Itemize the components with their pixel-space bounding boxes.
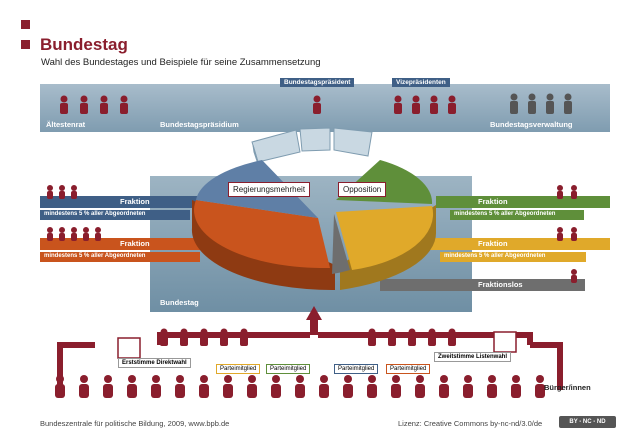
right-fraktion-note-2 bbox=[440, 252, 586, 262]
footer-source: Bundeszentrale für politische Bildung, 2… bbox=[40, 419, 230, 428]
right-fraktion-note-1-text: mindestens 5 % aller Abgeordneten bbox=[454, 211, 556, 217]
parteimitglied-label-3: Parteimitglied bbox=[334, 364, 379, 374]
title-bullet bbox=[21, 40, 30, 49]
zweitstimme-label: Zweitstimme Listenwahl bbox=[434, 352, 512, 362]
right-fraktion-note-1 bbox=[450, 210, 584, 220]
opposition-label: Opposition bbox=[338, 182, 387, 197]
parteimitglied-label-4: Parteimitglied bbox=[386, 364, 431, 374]
right-fraktion-bar-2 bbox=[420, 238, 610, 250]
pie-slice-gray bbox=[332, 214, 350, 274]
citizen-loop-left bbox=[57, 342, 95, 390]
aeltestenrat-figures bbox=[60, 95, 128, 114]
buerger-label: Bürger/innen bbox=[544, 383, 591, 392]
praesident-tag: Bundestagspräsident bbox=[280, 78, 355, 87]
page-title: Bundestag bbox=[40, 35, 128, 54]
pie-slice-yellow bbox=[336, 206, 434, 270]
fraktionslos-bar bbox=[380, 279, 585, 291]
left-fraktion-name-1: Fraktion bbox=[120, 197, 150, 206]
fraktionslos-label: Fraktionslos bbox=[478, 280, 523, 289]
verwaltung-label: Bundestagsverwaltung bbox=[490, 120, 573, 129]
candidates-row bbox=[160, 328, 456, 346]
ballot-box-left bbox=[117, 337, 141, 359]
verwaltung-figures bbox=[510, 93, 572, 114]
left-fraktion-note-2 bbox=[40, 252, 200, 262]
parteimitglied-label-1: Parteimitglied bbox=[216, 364, 261, 374]
praesidium-seats bbox=[251, 127, 373, 171]
left-fraktion-note-1 bbox=[40, 210, 190, 220]
ballot-box-right bbox=[493, 331, 517, 353]
regierung-label: Regierungsmehrheit bbox=[228, 182, 311, 197]
footer-license: Lizenz: Creative Commons by-nc-nd/3.0/de bbox=[398, 419, 543, 428]
right-fraktion-figures bbox=[557, 185, 577, 283]
citizens-row bbox=[55, 375, 545, 398]
cc-license-badge: BY - NC - ND bbox=[559, 416, 616, 428]
left-fraktion-note-1-text: mindestens 5 % aller Abgeordneten bbox=[44, 211, 146, 217]
up-arrow bbox=[306, 306, 322, 335]
left-fraktion-bar-1 bbox=[40, 196, 198, 208]
right-fraktion-name-2: Fraktion bbox=[478, 239, 508, 248]
praesident-figures bbox=[313, 95, 456, 114]
aeltestenrat-label: Ältestenrat bbox=[46, 120, 86, 129]
left-fraktion-figures bbox=[47, 185, 101, 241]
pie-slice-orange bbox=[194, 200, 330, 269]
right-fraktion-name-1: Fraktion bbox=[478, 197, 508, 206]
citizen-loop-right bbox=[530, 342, 563, 390]
praesidium-label: Bundestagspräsidium bbox=[160, 120, 239, 129]
right-fraktion-note-2-text: mindestens 5 % aller Abgeordneten bbox=[444, 253, 546, 259]
parteimitglied-label-2: Parteimitglied bbox=[266, 364, 311, 374]
vote-arrow-right bbox=[318, 332, 533, 345]
page-subtitle: Wahl des Bundestages und Beispiele für s… bbox=[41, 57, 321, 68]
left-fraktion-bar-2 bbox=[40, 238, 218, 250]
left-fraktion-name-2: Fraktion bbox=[120, 239, 150, 248]
erststimme-label: Erststimme Direktwahl bbox=[118, 358, 191, 368]
bundestag-label: Bundestag bbox=[160, 298, 199, 307]
right-fraktion-bar-1 bbox=[436, 196, 610, 208]
title-bullet-top bbox=[21, 20, 30, 29]
vize-tag: Vizepräsidenten bbox=[392, 78, 450, 87]
left-fraktion-note-2-text: mindestens 5 % aller Abgeordneten bbox=[44, 253, 146, 259]
